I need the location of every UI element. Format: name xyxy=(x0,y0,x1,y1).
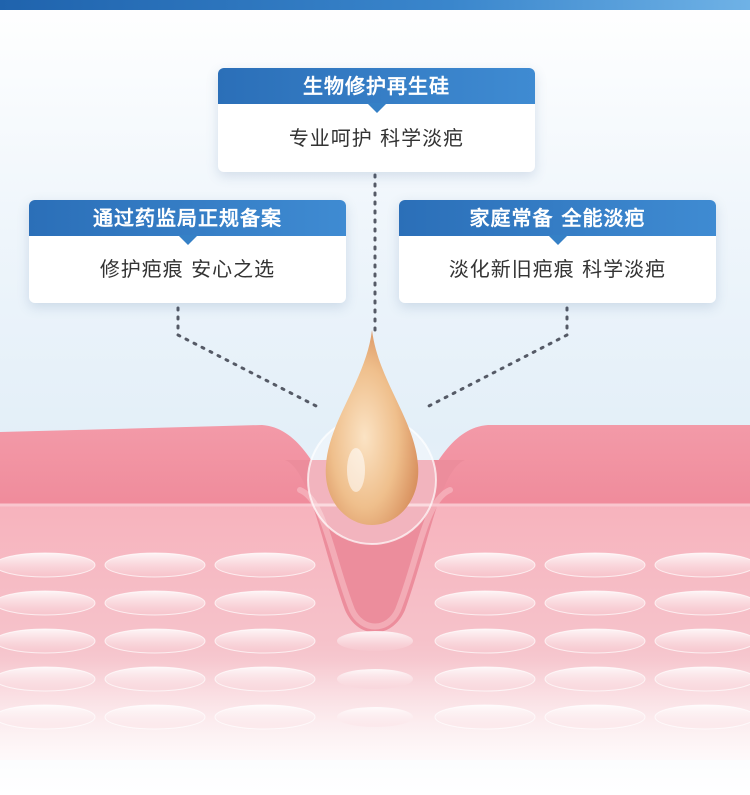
card-top: 生物修护再生硅 专业呵护 科学淡疤 xyxy=(218,68,535,172)
skin-cell xyxy=(544,628,646,654)
connector-lines xyxy=(176,173,569,410)
card-left-notch xyxy=(177,235,198,245)
card-left: 通过药监局正规备案 修护疤痕 安心之选 xyxy=(29,200,346,303)
skin-cell xyxy=(337,631,413,651)
skin-cell xyxy=(104,628,206,654)
card-right-body: 淡化新旧疤痕 科学淡疤 xyxy=(399,236,716,303)
card-left-header: 通过药监局正规备案 xyxy=(29,200,346,245)
card-top-notch xyxy=(366,103,387,113)
skin-top-surface xyxy=(0,425,750,539)
skin-cell xyxy=(544,590,646,616)
skin-cell xyxy=(544,552,646,578)
card-top-body: 专业呵护 科学淡疤 xyxy=(218,104,535,172)
connector-left xyxy=(176,306,322,410)
skin-cell xyxy=(434,552,536,578)
skin-cell xyxy=(434,590,536,616)
skin-cell xyxy=(104,552,206,578)
card-left-title: 通过药监局正规备案 xyxy=(93,206,282,230)
skin-cell xyxy=(0,590,96,616)
connector-right xyxy=(423,306,569,410)
card-right-header: 家庭常备 全能淡疤 xyxy=(399,200,716,245)
card-top-header: 生物修护再生硅 xyxy=(218,68,535,113)
top-banner-strip xyxy=(0,0,750,10)
card-right: 家庭常备 全能淡疤 淡化新旧疤痕 科学淡疤 xyxy=(399,200,716,303)
serum-droplet xyxy=(307,330,437,545)
skin-cell xyxy=(0,552,96,578)
skin-dip xyxy=(285,460,465,633)
skin-cell xyxy=(654,628,750,654)
skin-cell xyxy=(104,590,206,616)
skin-cell xyxy=(434,628,536,654)
skin-cell xyxy=(654,552,750,578)
skin-cell xyxy=(214,590,316,616)
skin-cell xyxy=(214,628,316,654)
card-left-subtitle: 修护疤痕 安心之选 xyxy=(99,257,276,281)
card-top-title: 生物修护再生硅 xyxy=(303,74,450,98)
card-left-body: 修护疤痕 安心之选 xyxy=(29,236,346,303)
card-right-notch xyxy=(547,235,568,245)
skin-cell xyxy=(0,628,96,654)
card-right-subtitle: 淡化新旧疤痕 科学淡疤 xyxy=(448,257,667,281)
card-right-title: 家庭常备 全能淡疤 xyxy=(469,206,646,230)
skin-cell xyxy=(654,590,750,616)
skin-cell xyxy=(214,552,316,578)
card-top-subtitle: 专业呵护 科学淡疤 xyxy=(288,126,465,150)
